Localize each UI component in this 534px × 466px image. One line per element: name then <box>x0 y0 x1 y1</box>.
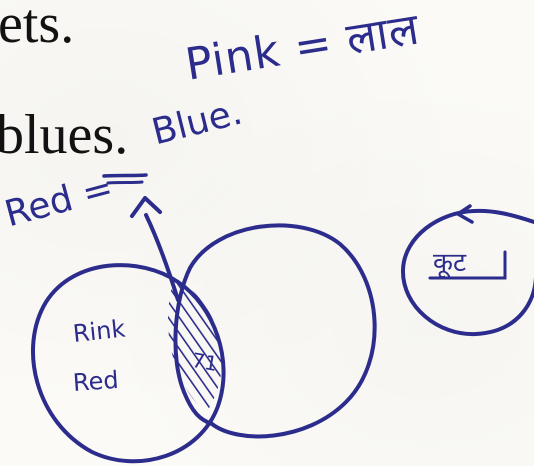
arrow-line <box>144 213 180 302</box>
underline-mark <box>102 173 148 178</box>
small-circle-label-bracket <box>428 250 507 280</box>
printed-text-line-1: ets. <box>0 0 75 55</box>
handwritten-inner-red: Red <box>72 365 120 397</box>
small-circle-arrow-head <box>456 204 474 224</box>
intersection-hatch <box>168 263 222 436</box>
right-circle-left-arc <box>173 266 214 426</box>
underline-mark-2 <box>106 180 144 185</box>
right-circle <box>188 223 377 439</box>
arrow-head <box>130 196 162 218</box>
handwritten-small-circle-label: कूट <box>433 248 467 278</box>
handwritten-inner-pink: Rink <box>71 314 127 348</box>
left-circle <box>31 263 226 464</box>
small-circle-arrow <box>472 208 534 224</box>
printed-text-line-2: blues. <box>0 104 129 166</box>
handwritten-intersection-mark: 71 <box>190 347 220 377</box>
small-circle <box>400 209 534 337</box>
